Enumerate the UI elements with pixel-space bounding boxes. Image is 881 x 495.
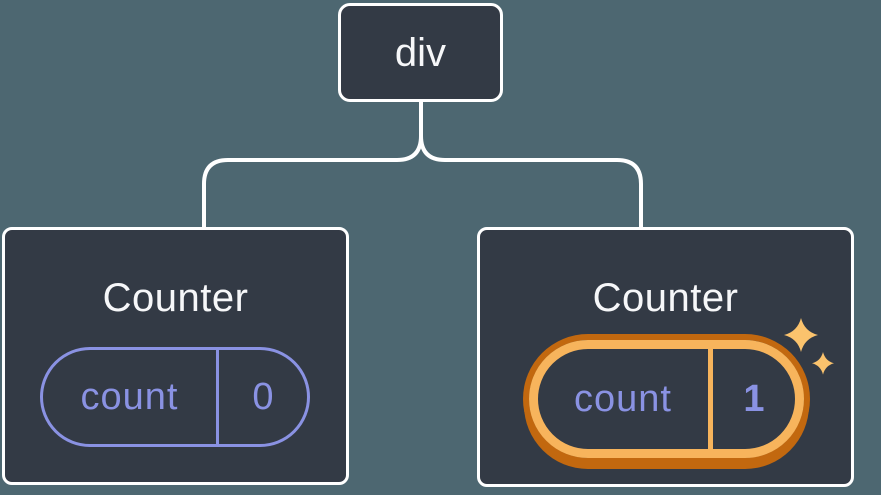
state-key-label: count — [574, 377, 672, 420]
root-node-label: div — [394, 30, 447, 75]
component-title: Counter — [592, 276, 739, 320]
connector-right-branch — [419, 100, 643, 228]
root-node: div — [338, 3, 503, 102]
connector-left-branch — [202, 100, 423, 228]
component-title: Counter — [102, 276, 249, 320]
counter-card-left: Counter count 0 — [2, 227, 349, 485]
sparkles-icon — [784, 318, 834, 375]
state-value: 0 — [252, 375, 274, 418]
pill-divider — [216, 350, 219, 444]
state-pill-highlighted: count 1 — [529, 340, 804, 458]
state-value: 1 — [743, 377, 765, 420]
pill-divider — [708, 349, 713, 449]
counter-card-right: Counter count 1 — [477, 227, 854, 487]
state-pill: count 0 — [40, 347, 310, 447]
state-key-label: count — [80, 375, 179, 418]
